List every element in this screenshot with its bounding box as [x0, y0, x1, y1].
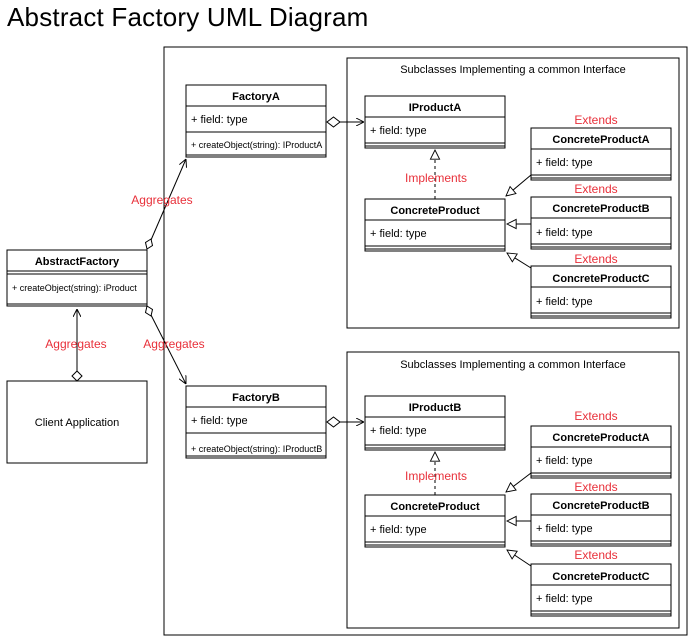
implements-label-a: Implements: [405, 171, 467, 185]
concrete-product-b-group-name: ConcreteProduct: [390, 501, 480, 513]
factory-a-class[interactable]: FactoryA + field: type + createObject(st…: [185, 84, 327, 158]
group-b-label: Subclasses Implementing a common Interfa…: [400, 359, 626, 371]
concrete-product-b-class[interactable]: ConcreteProductB + field: type: [530, 196, 672, 250]
abstract-factory-class[interactable]: AbstractFactory + createObject(string): …: [6, 249, 148, 307]
concrete-product-c-class[interactable]: ConcreteProductC + field: type: [530, 265, 672, 319]
iproduct-a-name: IProductA: [409, 102, 462, 114]
factory-a-aggregation-diamond: [144, 238, 154, 250]
factory-b-field: + field: type: [191, 415, 248, 427]
concrete-product-a-field-b: + field: type: [536, 455, 593, 467]
iproduct-b-name: IProductB: [409, 402, 462, 414]
iproduct-a-field: + field: type: [370, 125, 427, 137]
extends-label-a1: Extends: [574, 113, 617, 127]
client-application-box[interactable]: Client Application: [6, 380, 148, 464]
concrete-product-b-name: ConcreteProductB: [552, 203, 649, 215]
concrete-product-b-class-b[interactable]: ConcreteProductB + field: type: [530, 493, 672, 547]
factory-a-aggregation-line: [150, 159, 186, 241]
extends-line-a1: [506, 174, 532, 196]
concrete-product-name: ConcreteProduct: [390, 205, 480, 217]
concrete-product-c-field: + field: type: [536, 296, 593, 308]
concrete-product-a-class[interactable]: ConcreteProductA + field: type: [530, 127, 672, 181]
concrete-product-b-group-field: + field: type: [370, 524, 427, 536]
concrete-product-a-name-b: ConcreteProductA: [552, 432, 649, 444]
abstract-factory-name: AbstractFactory: [35, 256, 120, 268]
extends-label-a3: Extends: [574, 252, 617, 266]
factory-b-name: FactoryB: [232, 392, 280, 404]
extends-line-a3: [507, 253, 532, 269]
concrete-product-b-name-b: ConcreteProductB: [552, 500, 649, 512]
concrete-product-a-class-b[interactable]: ConcreteProductA + field: type: [530, 425, 672, 479]
aggregates-label-client: Aggregates: [45, 337, 106, 351]
extends-line-b1: [506, 472, 532, 492]
concrete-product-b-field-b: + field: type: [536, 523, 593, 535]
concrete-product-field: + field: type: [370, 228, 427, 240]
concrete-product-c-class-b[interactable]: ConcreteProductC + field: type: [530, 563, 672, 617]
aggregates-label-factory-b: Aggregates: [143, 337, 204, 351]
iproduct-a-interface[interactable]: IProductA + field: type: [364, 95, 506, 149]
extends-line-b3: [507, 550, 532, 567]
concrete-product-c-name-b: ConcreteProductC: [552, 571, 649, 583]
concrete-product-b-group-class[interactable]: ConcreteProduct + field: type: [364, 494, 506, 548]
diagram-title: Abstract Factory UML Diagram: [7, 2, 369, 32]
extends-label-a2: Extends: [574, 182, 617, 196]
client-application-label: Client Application: [35, 417, 119, 429]
factory-a-field: + field: type: [191, 114, 248, 126]
factory-a-method: + createObject(string): IProductA: [191, 140, 322, 150]
concrete-product-c-field-b: + field: type: [536, 593, 593, 605]
concrete-product-a-name: ConcreteProductA: [552, 134, 649, 146]
extends-label-b2: Extends: [574, 480, 617, 494]
factory-b-aggregation-diamond: [144, 305, 154, 317]
iproduct-b-field: + field: type: [370, 425, 427, 437]
group-b-frame: [346, 351, 680, 629]
extends-label-b3: Extends: [574, 548, 617, 562]
abstract-factory-method: + createObject(string): iProduct: [12, 283, 137, 293]
factory-a-to-iproduct-diamond: [326, 116, 341, 128]
factory-a-name: FactoryA: [232, 91, 280, 103]
iproduct-b-interface[interactable]: IProductB + field: type: [364, 395, 506, 451]
implements-label-b: Implements: [405, 469, 467, 483]
extends-label-b1: Extends: [574, 409, 617, 423]
factory-b-method: + createObject(string): IProductB: [191, 444, 322, 454]
concrete-product-a-field: + field: type: [536, 157, 593, 169]
factory-b-aggregation-line: [150, 314, 186, 384]
factory-b-to-iproduct-diamond: [326, 416, 341, 428]
client-aggregation-diamond: [71, 370, 83, 382]
concrete-product-b-field: + field: type: [536, 227, 593, 239]
group-a-frame: [346, 57, 680, 329]
concrete-product-c-name: ConcreteProductC: [552, 273, 649, 285]
aggregates-label-factory-a: Aggregates: [131, 193, 192, 207]
group-a-label: Subclasses Implementing a common Interfa…: [400, 64, 626, 76]
concrete-product-a-group-class[interactable]: ConcreteProduct + field: type: [364, 198, 506, 252]
factory-b-class[interactable]: FactoryB + field: type + createObject(st…: [185, 385, 327, 459]
